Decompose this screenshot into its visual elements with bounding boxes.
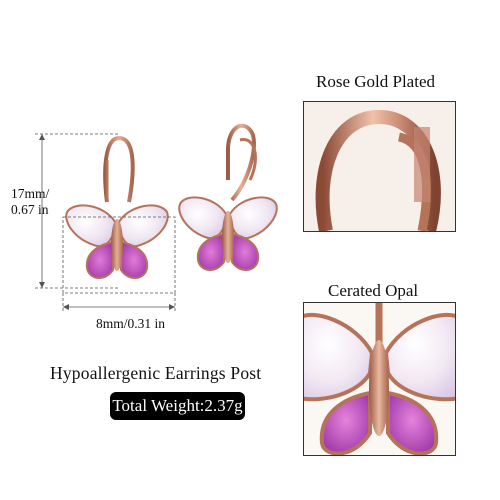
rose-gold-closeup-image bbox=[304, 102, 455, 231]
dimension-lines bbox=[35, 133, 176, 313]
rose-gold-closeup-panel bbox=[303, 101, 456, 232]
earring-right-image bbox=[178, 123, 278, 271]
earring-left-image bbox=[65, 135, 169, 279]
total-weight-badge: Total Weight:2.37g bbox=[110, 392, 245, 420]
opal-closeup-panel bbox=[303, 302, 456, 456]
hypoallergenic-text: Hypoallergenic Earrings Post bbox=[50, 363, 262, 383]
height-in: 0.67 in bbox=[11, 202, 49, 217]
width-dimension-label: 8mm/0.31 in bbox=[96, 316, 166, 331]
opal-label: Cerated Opal bbox=[328, 281, 419, 300]
height-dimension-label: 17mm/ 0.67 in bbox=[11, 186, 49, 218]
total-weight-text: Total Weight:2.37g bbox=[112, 396, 243, 415]
opal-closeup-image bbox=[304, 303, 455, 455]
rose-gold-label: Rose Gold Plated bbox=[316, 72, 435, 91]
height-mm: 17mm/ bbox=[11, 186, 50, 201]
